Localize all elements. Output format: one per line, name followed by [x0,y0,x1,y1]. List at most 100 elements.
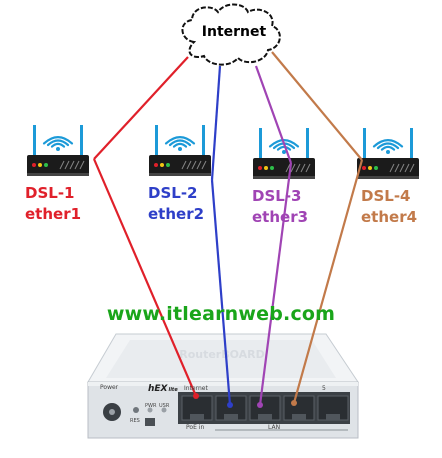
downlink-line-3 [258,162,293,406]
status-led [38,163,42,167]
wifi-modem-1 [27,125,89,176]
vent-slot [295,163,301,173]
downlink-line-2 [210,179,232,406]
wifi-signal-icon [168,139,192,147]
usr-label: USR [159,403,170,409]
antenna-left [363,128,366,158]
router-brand-suffix: lite [168,387,178,393]
vent-slot [389,163,395,173]
power-label: Power [100,384,119,391]
vent-slot [290,163,296,173]
modem-body [357,158,419,178]
dsl4-port: ether4 [361,208,418,226]
wifi-dot [282,150,286,154]
wifi-modem-2 [149,125,211,176]
antenna-left [259,128,262,158]
status-led [362,166,366,170]
wifi-modem-3 [253,128,315,179]
dsl4-name: DSL-4 [361,187,411,205]
internet-port-label: Internet [184,385,208,392]
wifi-signal-icon [380,145,396,151]
vent-slot [64,160,70,170]
pwr-led [147,407,153,413]
port-connector [257,402,263,408]
wifi-signal-icon [42,136,74,145]
antenna-right [202,125,205,155]
vent-slot [399,163,405,173]
res-button [133,407,139,413]
modem-base [27,173,89,176]
port-connector [291,400,297,406]
wifi-signal-icon [372,139,404,148]
modem-base [357,176,419,179]
modem-group [27,125,419,179]
dsl2-name: DSL-2 [148,184,198,202]
status-led [32,163,36,167]
status-led [374,166,378,170]
vent-slot [181,160,187,170]
website-url: www.itlearnweb.com [106,303,336,325]
wifi-modem-4 [357,128,419,179]
vent-slot [69,160,75,170]
modem-body [27,155,89,175]
vent-slot [394,163,400,173]
wifi-signal-icon [276,145,292,151]
wifi-dot [178,147,182,151]
wifi-signal-icon [46,139,70,147]
usb-port [145,418,155,426]
modem-body [253,158,315,178]
status-led [258,166,262,170]
dsl1-port: ether1 [25,205,82,223]
wifi-dot [56,147,60,151]
uplink-line-2 [210,65,222,181]
pwr-label: PWR [145,403,157,409]
vent-slot [59,160,65,170]
antenna-left [33,125,36,155]
modem-body [149,155,211,175]
vent-slot [409,163,415,173]
port-connector [227,402,233,408]
wifi-signal-icon [268,139,300,148]
status-led [264,166,268,170]
status-led [166,163,170,167]
antenna-right [410,128,413,158]
usr-led [161,407,167,413]
status-led [270,166,274,170]
modem-base [149,173,211,176]
antenna-right [80,125,83,155]
wifi-signal-icon [376,142,400,150]
vent-slot [201,160,207,170]
vent-slot [196,160,202,170]
vent-slot [186,160,192,170]
res-label: RES [130,418,140,424]
router-brand: hEX [148,384,168,394]
dsl2-port: ether2 [148,205,205,223]
port5-label: 5 [322,385,326,392]
cloud-shape [181,3,281,66]
modem-base [253,176,315,179]
internet-cloud [181,3,281,66]
antenna-right [306,128,309,158]
internet-label: Internet [201,24,267,40]
router-brand-wrap: hEXlite [148,384,178,394]
wifi-signal-icon [164,136,196,145]
vent-slot [74,160,80,170]
connection-lines [92,51,364,408]
vent-slot [404,163,410,173]
uplink-line-1 [93,56,189,160]
router-lid-logo: RouterBOARD [179,348,265,361]
uplink-line-4 [271,51,363,161]
vent-slot [300,163,306,173]
lan-label: LAN [268,424,281,431]
wifi-dot [386,150,390,154]
router: RouterBOARD [87,333,359,439]
dsl3-port: ether3 [252,208,309,226]
dsl3-name: DSL-3 [252,187,302,205]
status-led [160,163,164,167]
vent-slot [79,160,85,170]
uplink-line-3 [254,65,293,164]
vent-slot [191,160,197,170]
status-led [154,163,158,167]
port-connector [193,393,199,399]
